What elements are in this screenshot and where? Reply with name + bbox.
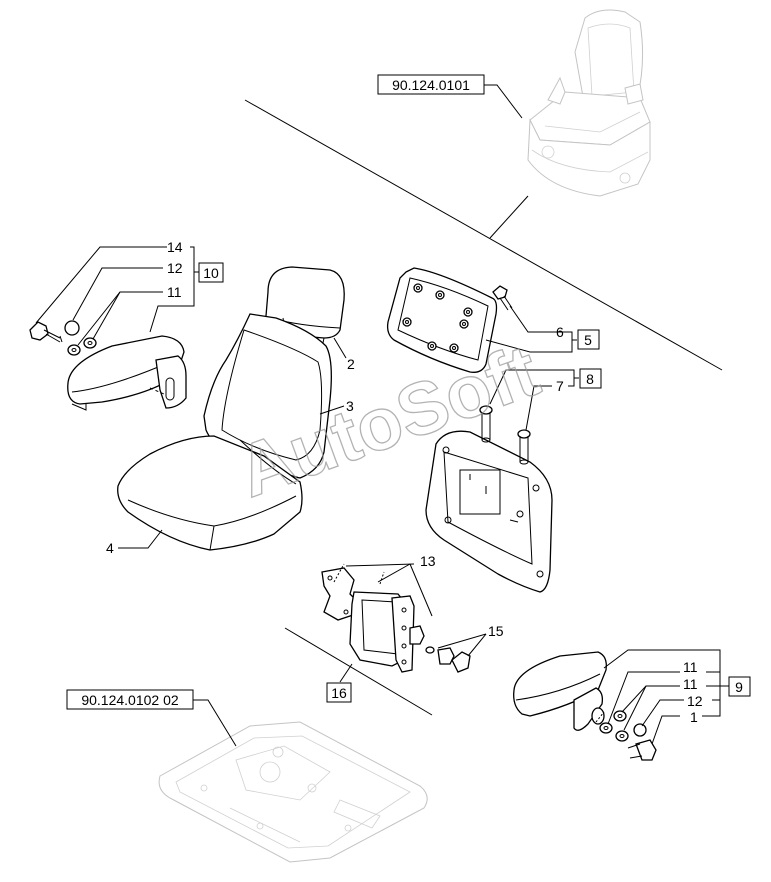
boxed-callout-9: 9 bbox=[735, 679, 743, 695]
leader-2 bbox=[333, 337, 347, 359]
reference-label-top: 90.124.0101 bbox=[377, 74, 523, 119]
adjuster-mechanism bbox=[321, 563, 471, 673]
leader-7b bbox=[525, 385, 552, 431]
callout-12-right: 12 bbox=[687, 693, 703, 709]
reference-label-bottom: 90.124.0102 02 bbox=[66, 689, 237, 747]
leader-13-base bbox=[345, 563, 415, 567]
boxed-callout-8: 8 bbox=[586, 371, 594, 387]
leader-11-right-d bbox=[623, 685, 647, 731]
callout-group-left: 14 12 11 10 bbox=[35, 239, 224, 346]
bracket-9 bbox=[702, 649, 721, 717]
callout-15: 15 bbox=[488, 623, 504, 639]
leader-6 bbox=[509, 305, 568, 333]
leader-7a bbox=[489, 369, 552, 405]
callout-6: 6 bbox=[556, 324, 564, 340]
boxed-callout-8-box bbox=[579, 368, 602, 389]
reference-bottom-text: 90.124.0102 02 bbox=[81, 692, 179, 708]
leader-1 bbox=[651, 715, 680, 745]
callout-11: 11 bbox=[167, 284, 182, 300]
callout-11-right-2: 11 bbox=[683, 676, 698, 692]
boxed-callout-9-box bbox=[728, 676, 751, 697]
callout-12: 12 bbox=[167, 260, 183, 276]
bracket-5 bbox=[568, 331, 573, 353]
boxed-callout-5: 5 bbox=[584, 332, 592, 348]
leader-15a bbox=[437, 633, 487, 649]
reference-top-text: 90.124.0101 bbox=[392, 77, 470, 93]
callout-1: 1 bbox=[690, 709, 698, 725]
armrest-left bbox=[29, 320, 187, 411]
reference-seat-top bbox=[527, 9, 651, 197]
boxed-callout-5-box bbox=[577, 329, 600, 350]
callout-13: 13 bbox=[420, 553, 436, 569]
reference-base-bottom bbox=[158, 721, 428, 863]
divider-top bbox=[244, 99, 723, 371]
callout-4: 4 bbox=[106, 540, 114, 556]
leader-3 bbox=[319, 405, 345, 415]
leader-12-right bbox=[641, 699, 684, 727]
callout-7: 7 bbox=[556, 378, 564, 394]
leader-4 bbox=[118, 529, 163, 549]
boxed-callout-16: 16 bbox=[331, 685, 347, 701]
leader-top-seat bbox=[489, 195, 529, 239]
callout-11-right-1: 11 bbox=[683, 659, 698, 675]
leader-11-right-c bbox=[621, 685, 680, 713]
seat-assembly bbox=[117, 266, 345, 551]
leader-5a bbox=[485, 339, 568, 353]
leader-11-right-b bbox=[607, 671, 680, 725]
back-frame bbox=[425, 405, 553, 593]
boxed-callout-16-box bbox=[326, 682, 352, 703]
back-plate bbox=[386, 267, 513, 373]
callout-14: 14 bbox=[167, 239, 183, 255]
leader-13b bbox=[409, 563, 433, 617]
boxed-callout-10: 10 bbox=[203, 265, 219, 281]
leader-16 bbox=[339, 663, 353, 683]
leader-11-right-a bbox=[603, 649, 710, 669]
divider-bottom bbox=[284, 627, 433, 716]
leader-13a bbox=[377, 563, 411, 583]
callout-3: 3 bbox=[346, 398, 354, 414]
callout-2: 2 bbox=[347, 356, 355, 372]
leader-15b bbox=[467, 633, 487, 657]
armrest-right bbox=[513, 651, 657, 761]
